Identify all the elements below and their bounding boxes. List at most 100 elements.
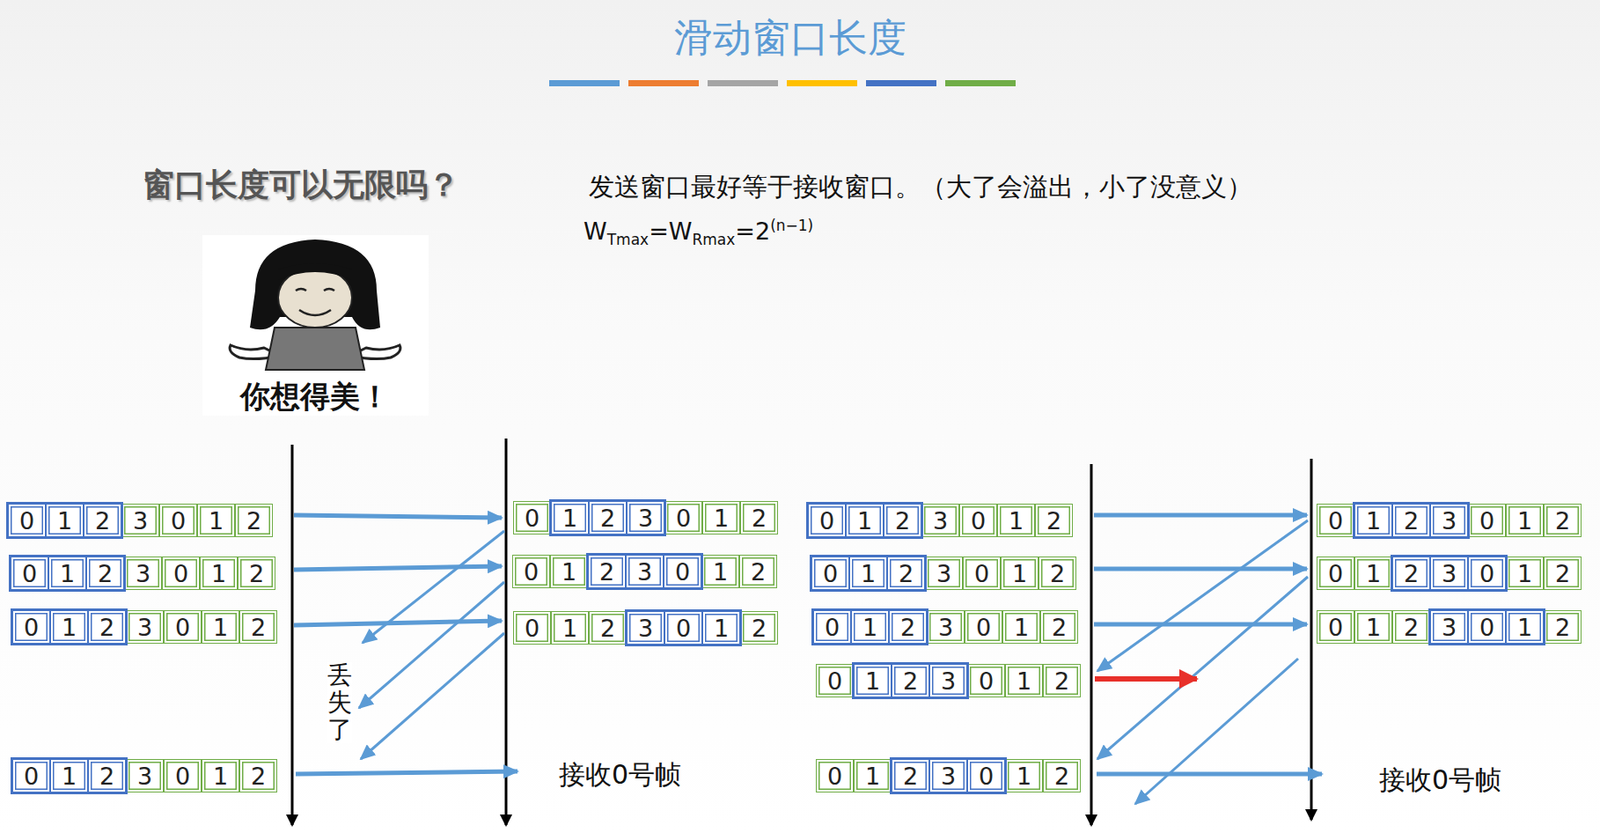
cell-number: 1	[1013, 615, 1029, 639]
sequence-cell: 2	[1392, 556, 1431, 590]
sequence-cell: 0	[1467, 503, 1506, 537]
sequence-cell: 0	[967, 663, 1006, 698]
cell-number: 3	[940, 668, 956, 693]
cell-number: 0	[675, 506, 691, 530]
cell-number: 1	[712, 559, 728, 584]
cell-number: 0	[974, 561, 990, 586]
cell-number: 2	[1046, 508, 1062, 533]
cell-number: 0	[524, 616, 540, 640]
sequence-cell: 1	[1354, 503, 1393, 537]
cell-number: 2	[898, 561, 914, 586]
formula: WTmax=WRmax=2(n−1)	[583, 216, 814, 249]
cell-number: 1	[713, 506, 729, 530]
sequence-cell: 1	[550, 554, 588, 588]
cell-number: 1	[562, 506, 578, 530]
cell-number: 1	[561, 559, 577, 584]
cell-number: 3	[132, 508, 148, 533]
cell-number: 0	[822, 561, 838, 586]
formula-part: (n−1)	[770, 216, 814, 235]
cell-number: 3	[638, 506, 654, 530]
label: 你想得美！	[240, 376, 390, 418]
sequence-cell: 1	[851, 609, 889, 644]
sequence-cell: 3	[1430, 503, 1468, 537]
cell-number: 2	[902, 763, 918, 788]
cell-number: 3	[1441, 615, 1457, 639]
sequence-cell: 1	[845, 503, 884, 537]
sequence-cell: 2	[587, 554, 626, 588]
cell-number: 0	[175, 615, 191, 639]
sequence-cell: 0	[1467, 609, 1506, 644]
formula-part: W	[583, 217, 608, 245]
sequence-cell: 2	[588, 610, 627, 645]
cell-number: 0	[170, 508, 186, 533]
sequence-cell: 3	[626, 500, 665, 535]
cell-number: 0	[523, 559, 539, 584]
cell-number: 2	[751, 506, 767, 530]
sequence-cell: 1	[1354, 556, 1393, 590]
sequence-cell: 1	[1005, 758, 1043, 793]
cell-number: 2	[751, 616, 767, 640]
sequence-cell: 3	[121, 503, 160, 537]
cell-number: 1	[1365, 615, 1381, 639]
sequence-cell: 3	[926, 609, 965, 644]
cell-number: 1	[713, 616, 729, 640]
cell-number: 2	[250, 763, 266, 788]
cell-number: 1	[1365, 508, 1381, 533]
sequence-cell: 0	[10, 556, 49, 590]
sequence-cell: 2	[1042, 758, 1081, 793]
cell-number: 3	[938, 615, 954, 639]
sequence-cell: 0	[959, 503, 998, 537]
cell-number: 1	[1517, 561, 1533, 586]
cell-number: 2	[1403, 615, 1419, 639]
cell-number: 2	[900, 615, 916, 639]
cell-number: 2	[95, 508, 111, 533]
cell-number: 2	[600, 616, 616, 640]
sequence-cell: 0	[811, 556, 850, 590]
sequence-cell: 1	[48, 556, 87, 590]
sequence-cell: 1	[853, 758, 892, 793]
sequence-cell: 0	[664, 610, 703, 645]
sequence-cell: 0	[807, 503, 846, 537]
cell-number: 2	[599, 559, 615, 584]
sequence-cell: 2	[1392, 503, 1431, 537]
sequence-cell: 2	[86, 556, 125, 590]
sequence-cell: 1	[849, 556, 888, 590]
sequence-cell: 0	[1316, 609, 1355, 644]
cell-number: 0	[23, 615, 39, 639]
vertical-note: 丢失了	[327, 661, 353, 743]
sequence-cell: 3	[1430, 556, 1468, 590]
cell-number: 0	[675, 616, 691, 640]
cell-number: 2	[1054, 668, 1070, 693]
cell-number: 3	[940, 763, 956, 788]
sequence-cell: 2	[891, 663, 930, 698]
cell-number: 1	[1012, 561, 1028, 586]
sequence-cell: 0	[512, 554, 551, 588]
sequence-cell: 2	[83, 503, 122, 537]
sequence-cell: 3	[929, 663, 968, 698]
cell-number: 2	[895, 508, 911, 533]
cell-number: 2	[1555, 615, 1571, 639]
cell-number: 0	[976, 615, 991, 639]
cell-number: 1	[61, 763, 77, 788]
sequence-cell: 1	[50, 609, 89, 644]
sequence-cell: 2	[88, 758, 126, 793]
sequence-cell: 0	[1467, 556, 1506, 590]
sequence-cell: 0	[513, 500, 551, 535]
sequence-cell: 1	[201, 758, 240, 793]
sequence-cell: 3	[921, 503, 960, 537]
label: 接收0号帧	[1379, 762, 1502, 799]
cell-number: 2	[1555, 508, 1571, 533]
cell-number: 0	[22, 561, 37, 586]
cell-number: 2	[246, 508, 262, 533]
sequence-cell: 1	[702, 610, 741, 645]
cell-number: 1	[1008, 508, 1024, 533]
sequence-cell: 1	[853, 663, 892, 698]
lost-frame-arrow	[1094, 675, 1197, 682]
sequence-cell: 3	[125, 609, 164, 644]
cell-number: 0	[19, 508, 35, 533]
sequence-cell: 2	[239, 758, 278, 793]
sequence-cell: 3	[1430, 609, 1468, 644]
cell-number: 3	[638, 616, 654, 640]
sequence-cell: 0	[967, 758, 1006, 793]
